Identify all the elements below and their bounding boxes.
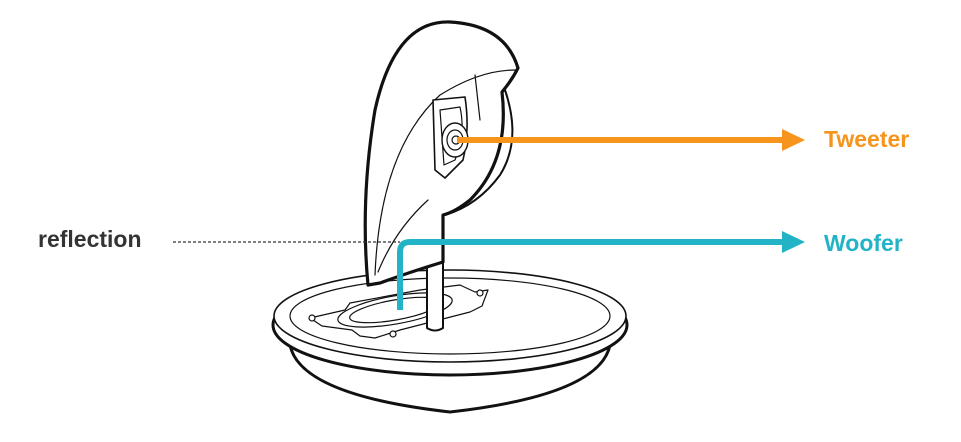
- reflection-label: reflection: [38, 226, 142, 252]
- woofer-label: Woofer: [824, 230, 903, 256]
- arrow-right-icon: [782, 129, 805, 151]
- arrow-right-icon: [782, 231, 805, 253]
- speaker-head: [363, 20, 520, 287]
- tweeter-pointer: [457, 129, 805, 151]
- woofer-pointer: [397, 231, 805, 310]
- tweeter-label: Tweeter: [824, 126, 910, 152]
